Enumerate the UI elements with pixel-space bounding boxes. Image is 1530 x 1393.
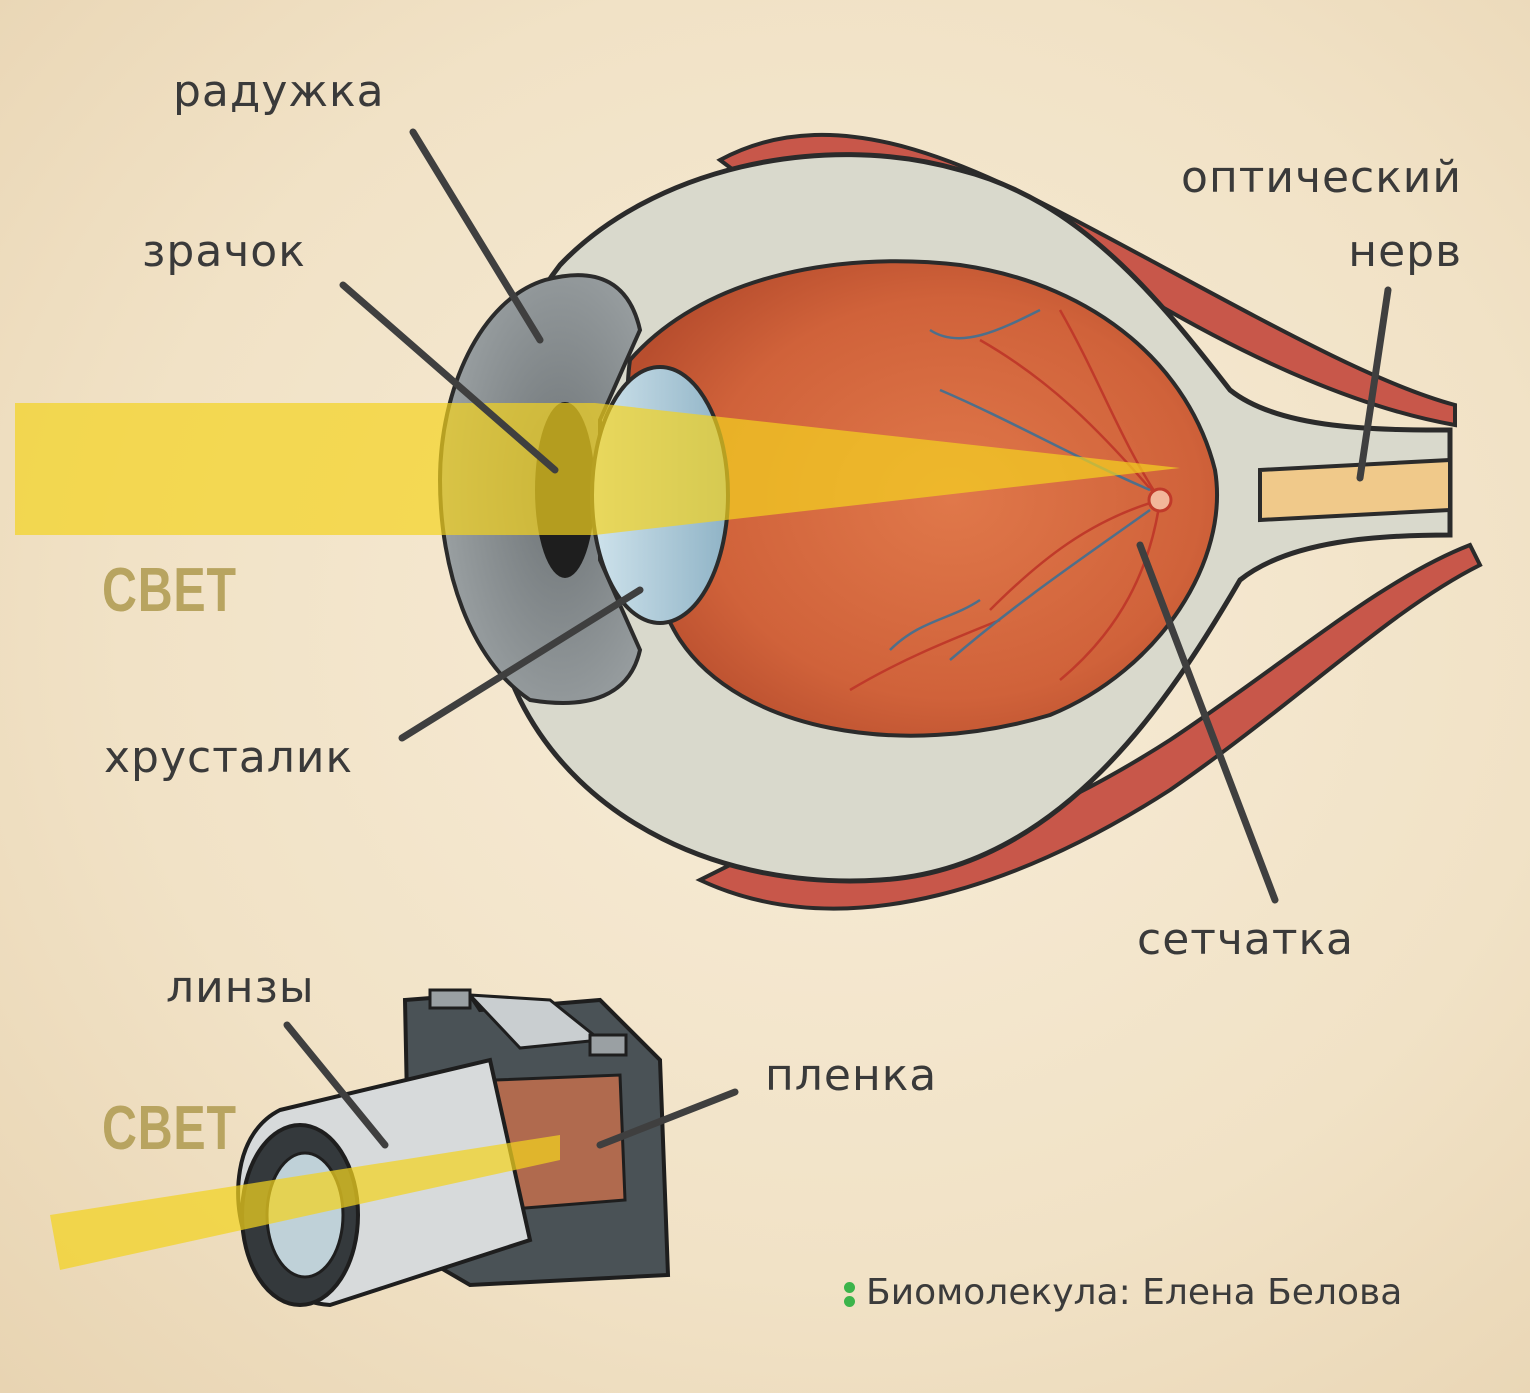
label-pupil: зрачок [142, 226, 306, 277]
label-optic-nerve-2: нерв [1348, 226, 1462, 277]
label-retina: сетчатка [1137, 914, 1355, 965]
film-pointer [596, 1088, 739, 1149]
label-film: пленка [765, 1050, 938, 1101]
label-optic-nerve-1: оптический [1181, 152, 1462, 203]
credit-dots-icon [842, 1277, 856, 1311]
label-light-camera: СВЕТ [102, 1094, 237, 1163]
label-lens: хрусталик [104, 732, 354, 783]
credit-text: Биомолекула: Елена Белова [866, 1272, 1403, 1313]
optic-nerve-pointer [1356, 286, 1392, 482]
lens-pointer [398, 586, 644, 742]
pointer-lines [283, 128, 1392, 1149]
camera [50, 988, 671, 1308]
retina [625, 259, 1219, 738]
optic-disc [1147, 487, 1173, 513]
lenses-pointer [283, 1021, 389, 1149]
dial-knob [588, 1033, 628, 1057]
iris-pointer [409, 128, 544, 344]
light-beam-camera [50, 1135, 560, 1270]
label-iris: радужка [173, 66, 385, 117]
credit: Биомолекула: Елена Белова [842, 1272, 1402, 1313]
retina-pointer [1136, 541, 1279, 904]
label-camera-lenses: линзы [166, 962, 315, 1013]
label-light-eye: СВЕТ [102, 556, 237, 625]
optic-nerve [1258, 457, 1452, 523]
pupil-pointer [339, 281, 559, 474]
shutter-knob [428, 988, 472, 1010]
blood-vessels [849, 308, 1162, 692]
